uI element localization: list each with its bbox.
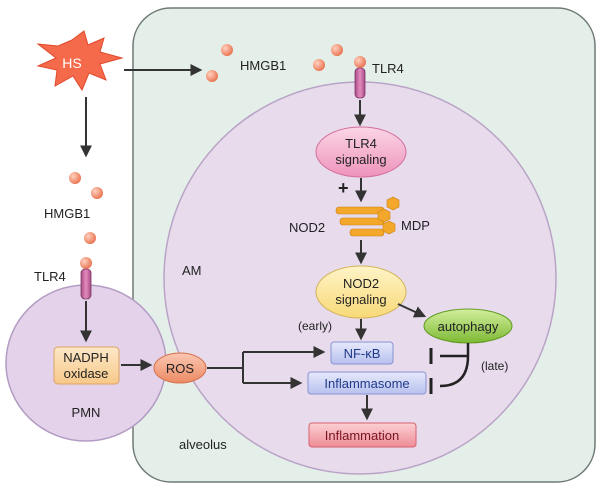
tlr4-signaling-line1: TLR4 (345, 136, 377, 151)
mdp-hexagon-icon (377, 208, 391, 223)
alveolus-label: alveolus (179, 437, 227, 452)
mdp-label: MDP (401, 218, 430, 233)
hmgb1-molecule-icon (206, 70, 218, 82)
mdp-hexagon-icon (382, 220, 396, 235)
nadph-line2: oxidase (64, 366, 109, 381)
nod2-label: NOD2 (289, 220, 325, 235)
autophagy-label: autophagy (438, 319, 499, 334)
nfkb-label: NF-κB (344, 346, 381, 361)
tlr4-receptor-icon (354, 67, 366, 99)
tlr4-receptor-ligand-icon (354, 56, 366, 68)
nfkb-node (330, 341, 394, 365)
tlr4-signaling-node (315, 126, 407, 178)
hmgb1-left-label: HMGB1 (44, 206, 90, 221)
plus-sign: + (338, 178, 349, 198)
tlr4-left-label: TLR4 (34, 269, 66, 284)
nod2-signaling-node (315, 265, 407, 319)
hs-starburst-icon (36, 30, 124, 92)
tlr4-receptor-ligand-icon (80, 257, 92, 269)
nod2-signaling-line2: signaling (335, 292, 386, 307)
tlr4-receptor-icon (80, 268, 92, 300)
hmgb1-molecule-icon (331, 44, 343, 56)
inflammation-label: Inflammation (325, 428, 399, 443)
tlr4-top-label: TLR4 (372, 61, 404, 76)
nod2-bar (339, 217, 385, 226)
inflammasome-node (307, 371, 427, 395)
hmgb1-molecule-icon (221, 44, 233, 56)
nod2-signaling-line1: NOD2 (343, 276, 379, 291)
nadph-line1: NADPH (63, 350, 109, 365)
am-label: AM (182, 263, 202, 278)
mdp-hexagon-icon (386, 196, 400, 211)
hmgb1-molecule-icon (91, 187, 103, 199)
hmgb1-top-label: HMGB1 (240, 58, 286, 73)
nadph-oxidase-node (53, 346, 120, 385)
late-label: (late) (481, 359, 508, 373)
inflammasome-label: Inflammasome (324, 376, 409, 391)
ros-node (153, 352, 207, 384)
early-label: (early) (298, 319, 332, 333)
nod2-bar (349, 228, 385, 237)
nod2-bar (335, 206, 385, 215)
hmgb1-molecule-icon (313, 59, 325, 71)
ros-label: ROS (166, 361, 195, 376)
tlr4-signaling-line2: signaling (335, 152, 386, 167)
hs-label: HS (62, 55, 81, 71)
pmn-label: PMN (72, 405, 101, 420)
hmgb1-molecule-icon (84, 232, 96, 244)
inflammation-node (308, 422, 417, 448)
hmgb1-molecule-icon (69, 172, 81, 184)
arrow-nod2-to-autophagy (397, 303, 427, 318)
